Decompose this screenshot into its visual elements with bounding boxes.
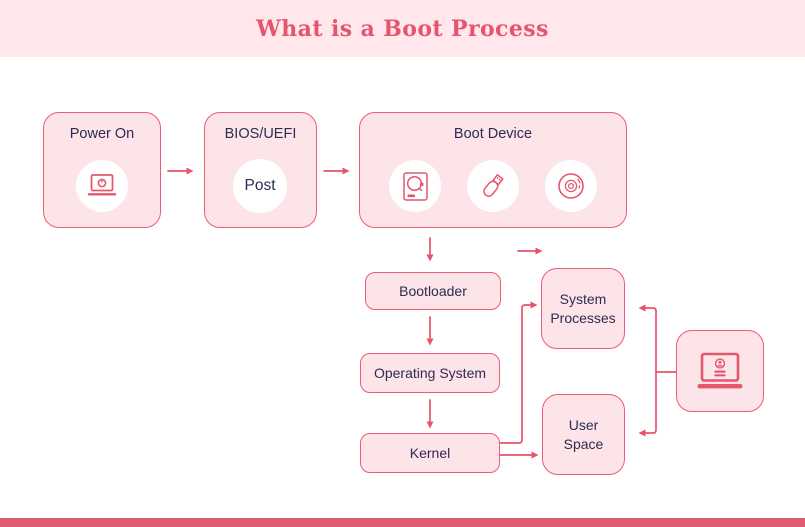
login-laptop-icon (696, 352, 744, 391)
kernel-label: Kernel (409, 445, 451, 461)
node-user-space: User Space (542, 394, 625, 475)
cd-disc-icon (557, 172, 585, 200)
usb-drive-circle (467, 160, 519, 212)
cd-disc-circle (545, 160, 597, 212)
node-login-screen (676, 330, 764, 412)
page-title: What is a Boot Process (256, 15, 549, 42)
footer-accent-bar (0, 518, 805, 527)
hard-drive-circle (389, 160, 441, 212)
bootloader-label: Bootloader (399, 283, 467, 299)
hard-drive-icon (402, 171, 428, 201)
bios-uefi-label: BIOS/UEFI (224, 126, 297, 142)
operating-system-label: Operating System (373, 365, 487, 381)
power-on-icon-circle (76, 160, 128, 212)
power-on-label: Power On (69, 126, 135, 142)
system-processes-label: System Processes (550, 290, 616, 326)
user-space-label: User Space (563, 416, 604, 452)
usb-drive-icon (478, 171, 508, 201)
boot-device-label: Boot Device (453, 126, 533, 142)
post-label: Post (244, 177, 276, 194)
power-laptop-icon (86, 173, 118, 200)
node-system-processes: System Processes (541, 268, 625, 349)
node-kernel: Kernel (360, 433, 500, 473)
node-operating-system: Operating System (360, 353, 500, 393)
node-bootloader: Bootloader (365, 272, 501, 310)
header-banner: What is a Boot Process (0, 0, 805, 57)
post-circle: Post (233, 159, 287, 213)
